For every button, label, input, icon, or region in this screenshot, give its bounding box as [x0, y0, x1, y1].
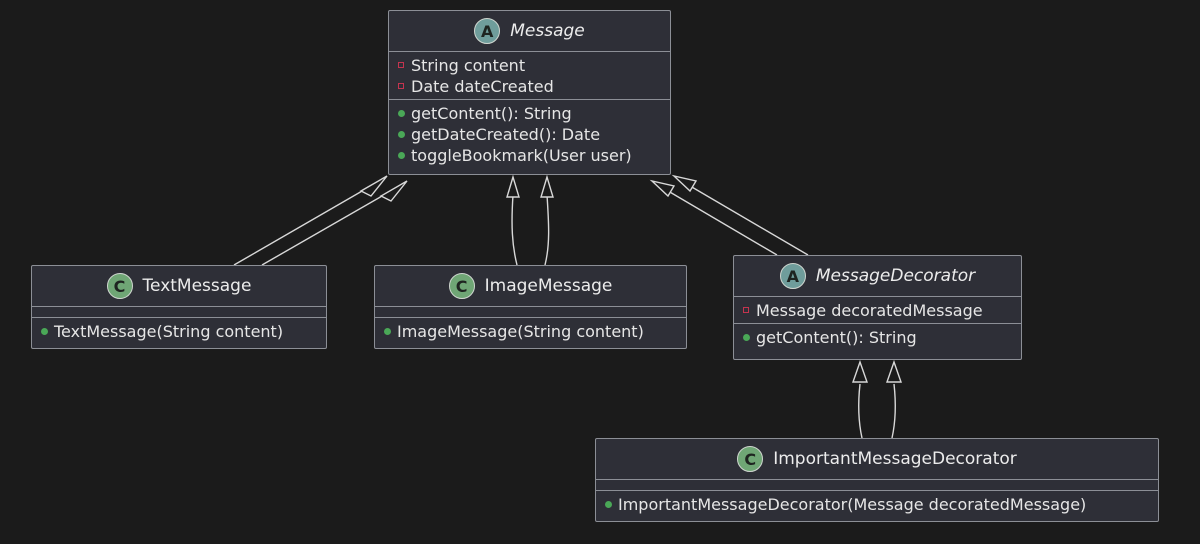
fields-section: Message decoratedMessage: [734, 297, 1021, 324]
class-header: C ImageMessage: [375, 266, 686, 307]
field-row: String content: [397, 55, 662, 76]
public-icon: [397, 103, 409, 124]
edge-decorator-message-2: [684, 182, 809, 256]
method-row: getDateCreated(): Date: [397, 124, 662, 145]
field-text: Date dateCreated: [411, 77, 554, 96]
inheritance-arrowhead: [359, 175, 388, 197]
private-icon: [397, 76, 409, 97]
class-important-message-decorator[interactable]: C ImportantMessageDecorator ImportantMes…: [595, 438, 1159, 522]
fields-section: [375, 307, 686, 318]
class-name: MessageDecorator: [815, 266, 976, 286]
edge-important-decorator-1: [857, 383, 863, 439]
public-icon: [742, 327, 754, 348]
fields-section: String content Date dateCreated: [389, 52, 670, 100]
private-icon: [397, 55, 409, 76]
method-text: getContent(): String: [411, 104, 572, 123]
class-message-decorator[interactable]: A MessageDecorator Message decoratedMess…: [733, 255, 1022, 360]
edge-textmessage-message-1: [233, 182, 377, 266]
methods-section: ImageMessage(String content): [375, 318, 686, 344]
class-text-message[interactable]: C TextMessage TextMessage(String content…: [31, 265, 327, 349]
methods-section: ImportantMessageDecorator(Message decora…: [596, 491, 1158, 517]
class-icon: C: [106, 273, 133, 299]
method-row: ImportantMessageDecorator(Message decora…: [604, 494, 1150, 515]
inheritance-arrowhead: [379, 180, 408, 202]
class-message[interactable]: A Message String content Date dateCreate…: [388, 10, 671, 175]
method-text: toggleBookmark(User user): [411, 146, 632, 165]
edge-decorator-message-1: [662, 187, 778, 256]
field-row: Date dateCreated: [397, 76, 662, 97]
class-name: TextMessage: [142, 276, 252, 296]
class-image-message[interactable]: C ImageMessage ImageMessage(String conte…: [374, 265, 687, 349]
methods-section: TextMessage(String content): [32, 318, 326, 344]
method-text: ImageMessage(String content): [397, 322, 644, 341]
field-text: String content: [411, 56, 526, 75]
method-text: getDateCreated(): Date: [411, 125, 601, 144]
class-header: C TextMessage: [32, 266, 326, 307]
fields-section: [596, 480, 1158, 491]
fields-section: [32, 307, 326, 318]
inheritance-arrowhead: [540, 174, 554, 198]
edge-imagemessage-message-1: [511, 194, 518, 266]
edge-imagemessage-message-2: [544, 194, 550, 266]
methods-section: getContent(): String getDateCreated(): D…: [389, 100, 670, 168]
method-row: ImageMessage(String content): [383, 321, 678, 342]
class-name: Message: [510, 21, 585, 41]
class-name: ImportantMessageDecorator: [773, 449, 1017, 469]
method-row: toggleBookmark(User user): [397, 145, 662, 166]
method-text: ImportantMessageDecorator(Message decora…: [618, 495, 1087, 514]
method-row: getContent(): String: [742, 327, 1013, 348]
inheritance-arrowhead: [649, 179, 676, 198]
abstract-class-icon: A: [779, 263, 806, 289]
class-header: C ImportantMessageDecorator: [596, 439, 1158, 480]
private-icon: [742, 300, 754, 321]
public-icon: [397, 145, 409, 166]
class-icon: C: [448, 273, 475, 299]
class-icon: C: [737, 446, 764, 472]
public-icon: [383, 321, 395, 342]
field-row: Message decoratedMessage: [742, 300, 1013, 321]
method-text: getContent(): String: [756, 328, 917, 347]
public-icon: [604, 494, 616, 515]
field-text: Message decoratedMessage: [756, 301, 983, 320]
class-header: A MessageDecorator: [734, 256, 1021, 297]
inheritance-arrowhead: [671, 174, 698, 193]
inheritance-arrowhead: [852, 359, 868, 383]
method-row: getContent(): String: [397, 103, 662, 124]
public-icon: [40, 321, 52, 342]
class-header: A Message: [389, 11, 670, 52]
methods-section: getContent(): String: [734, 324, 1021, 350]
method-text: TextMessage(String content): [54, 322, 284, 341]
edge-important-decorator-2: [891, 383, 897, 439]
inheritance-arrowhead: [506, 174, 520, 198]
class-name: ImageMessage: [484, 276, 613, 296]
edge-textmessage-message-2: [261, 187, 397, 266]
abstract-class-icon: A: [474, 18, 501, 44]
method-row: TextMessage(String content): [40, 321, 318, 342]
public-icon: [397, 124, 409, 145]
inheritance-arrowhead: [886, 359, 902, 383]
